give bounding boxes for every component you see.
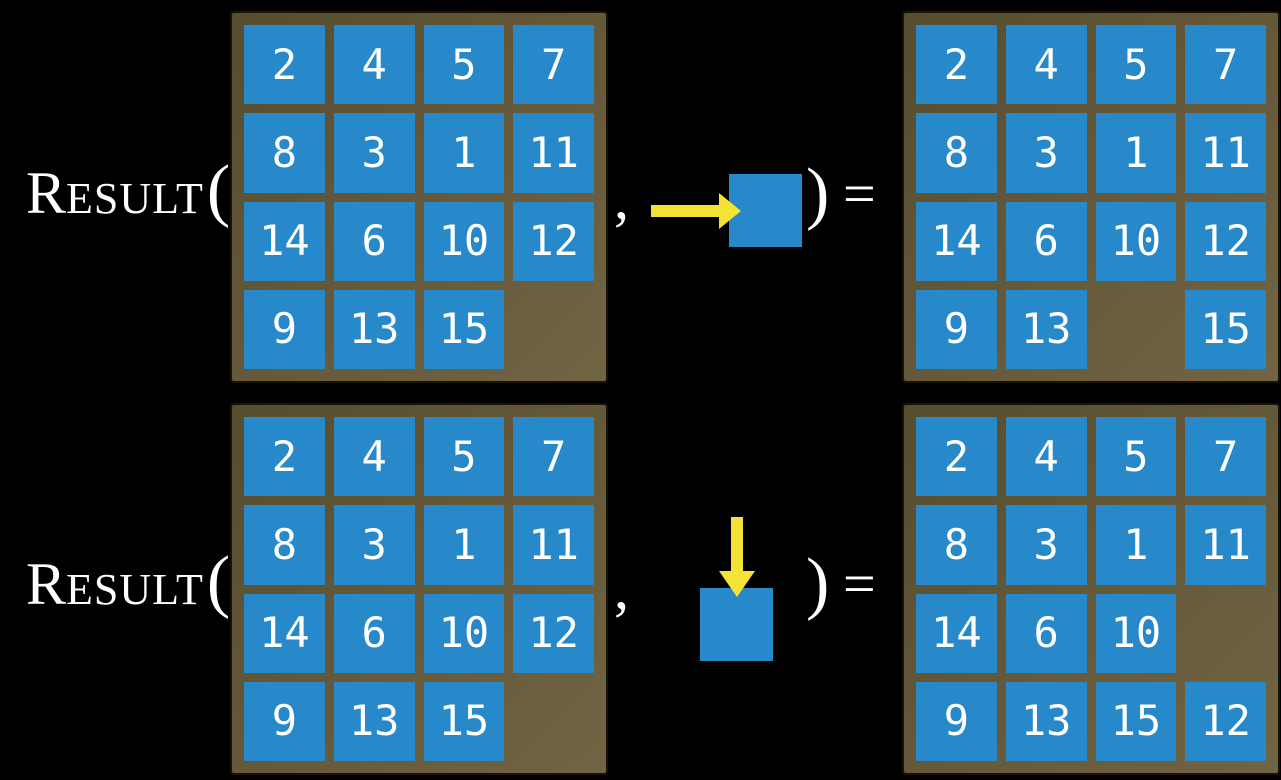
tile-5: 5 xyxy=(1095,25,1177,105)
action-tile-square-row1 xyxy=(729,174,802,247)
tile-6: 6 xyxy=(333,201,415,281)
tile-13: 13 xyxy=(333,289,415,369)
tile-2: 2 xyxy=(244,25,325,105)
tile-8: 8 xyxy=(244,113,325,193)
action-tile-square-row2 xyxy=(700,588,773,661)
tile-5: 5 xyxy=(423,417,505,497)
tile-4: 4 xyxy=(1005,25,1087,105)
tile-3: 3 xyxy=(1005,505,1087,585)
tile-7: 7 xyxy=(1185,25,1266,105)
tile-15: 15 xyxy=(1095,681,1177,761)
function-name-initial: R xyxy=(26,160,67,226)
tile-1: 1 xyxy=(1095,505,1177,585)
tile-12: 12 xyxy=(513,201,594,281)
arrow-right-icon xyxy=(651,193,741,229)
tile-13: 13 xyxy=(1005,289,1087,369)
tile-1: 1 xyxy=(423,505,505,585)
tile-12: 12 xyxy=(1185,681,1266,761)
tile-4: 4 xyxy=(333,417,415,497)
tile-1: 1 xyxy=(1095,113,1177,193)
empty-cell xyxy=(1185,594,1266,673)
tile-11: 11 xyxy=(513,113,594,193)
tile-11: 11 xyxy=(513,505,594,585)
tile-4: 4 xyxy=(333,25,415,105)
tile-15: 15 xyxy=(423,289,505,369)
tile-14: 14 xyxy=(916,593,997,673)
comma-separator-row1: , xyxy=(614,165,629,231)
tile-4: 4 xyxy=(1005,417,1087,497)
tile-6: 6 xyxy=(333,593,415,673)
tile-3: 3 xyxy=(1005,113,1087,193)
tile-8: 8 xyxy=(244,505,325,585)
tile-2: 2 xyxy=(916,25,997,105)
tile-9: 9 xyxy=(916,681,997,761)
close-paren-row2: ) xyxy=(806,545,830,622)
tile-7: 7 xyxy=(513,417,594,497)
function-name-smallcaps: ESULT xyxy=(66,565,204,614)
tile-9: 9 xyxy=(244,681,325,761)
function-name-smallcaps: ESULT xyxy=(66,174,204,223)
tile-13: 13 xyxy=(333,681,415,761)
tile-12: 12 xyxy=(513,593,594,673)
tile-15: 15 xyxy=(1185,289,1266,369)
open-paren: ( xyxy=(206,543,231,620)
tile-14: 14 xyxy=(244,593,325,673)
close-paren-row1: ) xyxy=(806,155,830,232)
tile-7: 7 xyxy=(1185,417,1266,497)
tile-15: 15 xyxy=(423,681,505,761)
empty-cell xyxy=(513,682,594,761)
tile-6: 6 xyxy=(1005,201,1087,281)
tile-10: 10 xyxy=(423,593,505,673)
empty-cell xyxy=(513,290,594,369)
tile-2: 2 xyxy=(916,417,997,497)
empty-cell xyxy=(1096,290,1177,369)
tile-3: 3 xyxy=(333,113,415,193)
tile-5: 5 xyxy=(1095,417,1177,497)
equals-sign-row1: = xyxy=(843,161,876,226)
tile-6: 6 xyxy=(1005,593,1087,673)
tile-9: 9 xyxy=(244,289,325,369)
tile-14: 14 xyxy=(244,201,325,281)
tile-1: 1 xyxy=(423,113,505,193)
tile-13: 13 xyxy=(1005,681,1087,761)
tile-9: 9 xyxy=(916,289,997,369)
tile-12: 12 xyxy=(1185,201,1266,281)
open-paren: ( xyxy=(206,152,231,229)
comma-separator-row2: , xyxy=(614,555,629,621)
arrow-down-icon xyxy=(719,517,755,597)
tile-8: 8 xyxy=(916,113,997,193)
tile-10: 10 xyxy=(1095,593,1177,673)
tile-3: 3 xyxy=(333,505,415,585)
tile-2: 2 xyxy=(244,417,325,497)
tile-8: 8 xyxy=(916,505,997,585)
tile-10: 10 xyxy=(423,201,505,281)
tile-14: 14 xyxy=(916,201,997,281)
tile-7: 7 xyxy=(513,25,594,105)
function-name-initial: R xyxy=(26,551,67,617)
tile-10: 10 xyxy=(1095,201,1177,281)
tile-5: 5 xyxy=(423,25,505,105)
tile-11: 11 xyxy=(1185,113,1266,193)
tile-11: 11 xyxy=(1185,505,1266,585)
equals-sign-row2: = xyxy=(843,551,876,616)
